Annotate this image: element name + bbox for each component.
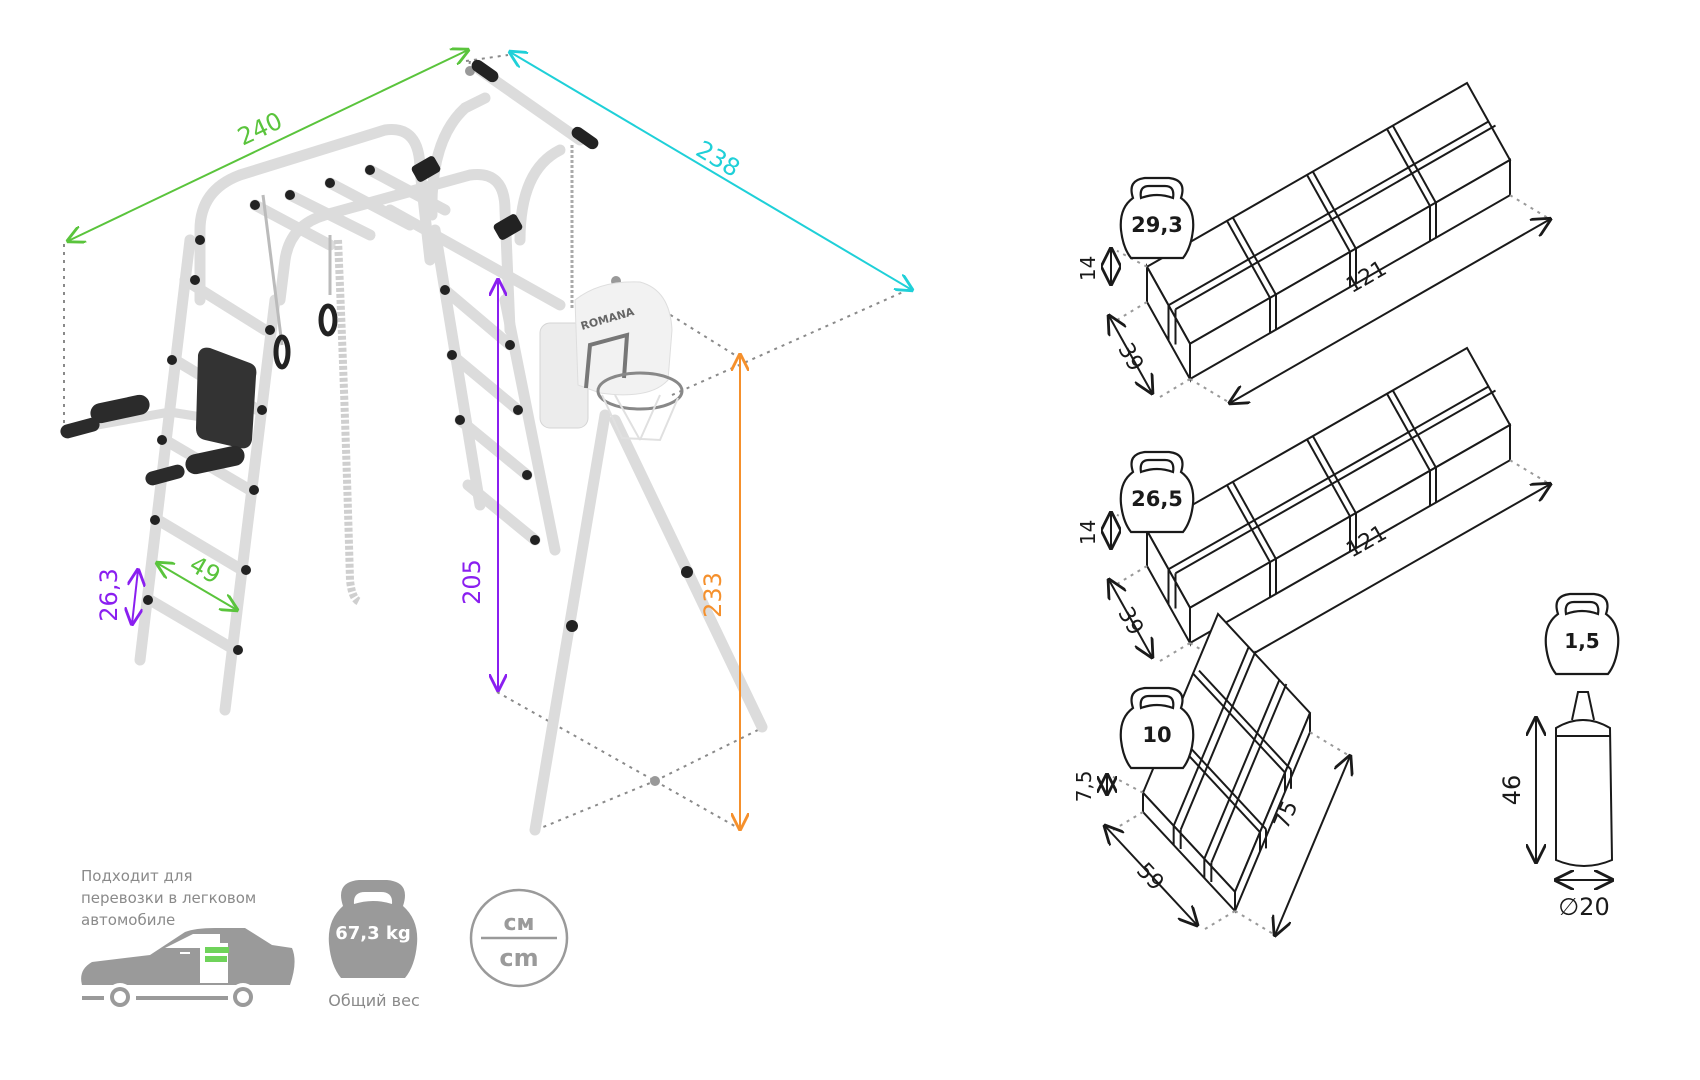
depth-dimension-line (510, 52, 912, 290)
ladder-width-line (157, 563, 237, 610)
package-length-line (1275, 756, 1350, 935)
car-note-line: автомобиле (81, 911, 176, 929)
bag-weight-kettlebell: 1,5 (1544, 592, 1620, 676)
basketball-hoop-icon: ROMANA (539, 281, 684, 442)
total-weight-value: 67,3 kg (335, 923, 411, 944)
unit-latin: cm (499, 944, 538, 972)
package-weight-kettlebell: 29,3 (1119, 176, 1195, 260)
package-weight-value: 26,5 (1131, 487, 1183, 511)
package-width-line (1109, 580, 1152, 657)
unit-cyrillic: см (503, 911, 534, 936)
kettlebell-icon (1544, 592, 1620, 676)
total-weight-label: Общий вес (328, 991, 419, 1010)
package-weight-value: 29,3 (1131, 213, 1183, 237)
package-width-line (1105, 826, 1197, 925)
rung-spacing-label: 26,3 (95, 568, 123, 621)
height-205-label: 205 (458, 559, 486, 605)
package-length-line (1230, 219, 1550, 403)
height-233-label: 233 (699, 572, 727, 618)
package-height-label: 14 (1076, 256, 1100, 281)
units-icon: см cm (469, 888, 569, 988)
package-height-label: 7,5 (1072, 770, 1096, 802)
punching-bag-package: 1,5 46 ∅20 (1498, 592, 1620, 921)
total-weight-kettlebell: 67,3 kg (328, 880, 418, 978)
climbing-rope (334, 239, 362, 606)
car-note-line: перевозки в легковом (81, 889, 257, 907)
car-note-line: Подходит для (81, 867, 193, 885)
package-width-label: 39 (1112, 603, 1147, 640)
package-width-line (1109, 316, 1152, 393)
sports-complex-drawing: ROMANA 240 238 205 233 26,3 49 (60, 50, 912, 836)
bag-height-label: 46 (1498, 775, 1526, 806)
package-width-label: 39 (1112, 339, 1147, 376)
car-icon (81, 928, 295, 1011)
car-transport-note: Подходит для перевозки в легковом автомо… (81, 865, 256, 931)
bag-diameter-label: ∅20 (1558, 893, 1609, 921)
package-weight-kettlebell: 26,5 (1119, 450, 1195, 534)
dip-station (60, 347, 257, 486)
width-label: 240 (233, 107, 286, 152)
width-dimension-line (68, 50, 468, 241)
kettlebell-icon (328, 880, 418, 978)
package-length-line (1230, 484, 1550, 667)
package-height-label: 14 (1076, 520, 1100, 545)
punching-bag-icon (1555, 719, 1614, 867)
rung-spacing-line (132, 570, 138, 624)
kettlebell-icon (1119, 686, 1195, 770)
kettlebell-icon (1119, 176, 1195, 260)
ground-point (650, 776, 660, 786)
package-width-label: 59 (1131, 858, 1168, 896)
bag-weight-value: 1,5 (1564, 629, 1599, 653)
kettlebell-icon (1119, 450, 1195, 534)
package-weight-kettlebell: 10 (1119, 686, 1195, 770)
bag-strap (1571, 691, 1595, 721)
package-weight-value: 10 (1142, 723, 1171, 747)
